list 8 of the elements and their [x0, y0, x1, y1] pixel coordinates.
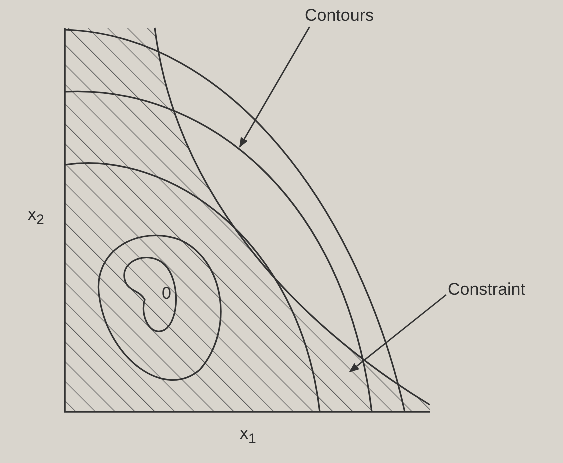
leader-arrow	[349, 294, 447, 373]
point-label: 0	[162, 284, 172, 304]
callout-label: Contours	[305, 6, 374, 26]
callout-label: Constraint	[448, 280, 526, 300]
leader-arrow	[239, 26, 310, 148]
curve-line	[154, 28, 430, 406]
axis-label: x$_{1}$	[240, 424, 256, 448]
axis-label: x$_{2}$	[28, 205, 44, 228]
